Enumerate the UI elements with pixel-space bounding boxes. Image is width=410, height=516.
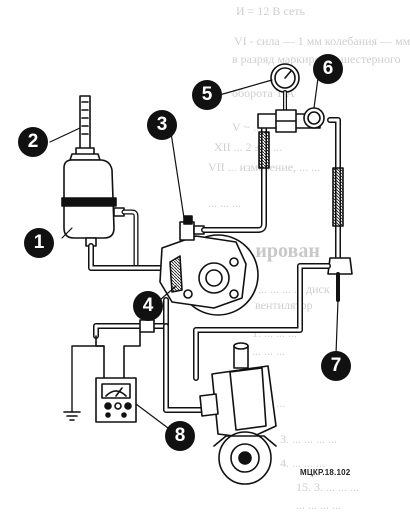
pressure-hose-to-valve [201, 121, 270, 233]
figure-code: МЦКР.18.102 [300, 468, 351, 477]
callout-marker-4: 4 [133, 291, 163, 321]
leader-lines [49, 77, 339, 429]
background-text-line: VI - сила — 1 мм колебания — мм [234, 34, 410, 48]
background-text-line: 4. ... ... ... [280, 456, 325, 470]
power-steering-pump [159, 215, 259, 316]
callout-marker-8: 8 [165, 421, 195, 451]
callout-marker-2: 2 [18, 127, 48, 157]
pressure-hose-to-gear [193, 117, 353, 381]
background-text-line: 15. 3. ... ... ... [296, 480, 359, 494]
callout-marker-7: 7 [321, 351, 351, 381]
reservoir-tank [61, 95, 125, 247]
background-text-line: V ~ ... [232, 120, 262, 134]
background-text-line: ... ... ... [252, 344, 285, 358]
background-text-line: ... ... ... [208, 196, 241, 210]
callout-marker-5: 5 [192, 80, 222, 110]
suction-line [88, 243, 167, 271]
callout-marker-3: 3 [147, 110, 177, 140]
background-text-line: ... ... ... ... диск [258, 282, 330, 296]
callout-marker-6: 6 [313, 54, 343, 84]
shutoff-valve [257, 107, 325, 133]
diagram-canvas: И = 12 В сеть VI - сила — 1 мм колебания… [18, 4, 410, 512]
hydraulic-diagram [49, 63, 353, 485]
background-text-line: 3. ... ... ... ... [280, 432, 337, 446]
pump-return-line [93, 297, 213, 413]
return-hose [121, 209, 139, 269]
background-text-line: ... ... ... ... [296, 498, 341, 512]
callout-marker-1: 1 [24, 228, 54, 258]
background-text-line: И = 12 В сеть [236, 4, 305, 18]
steering-gear [199, 342, 277, 485]
electronic-tester [63, 331, 141, 423]
pressure-gauge [270, 63, 300, 116]
